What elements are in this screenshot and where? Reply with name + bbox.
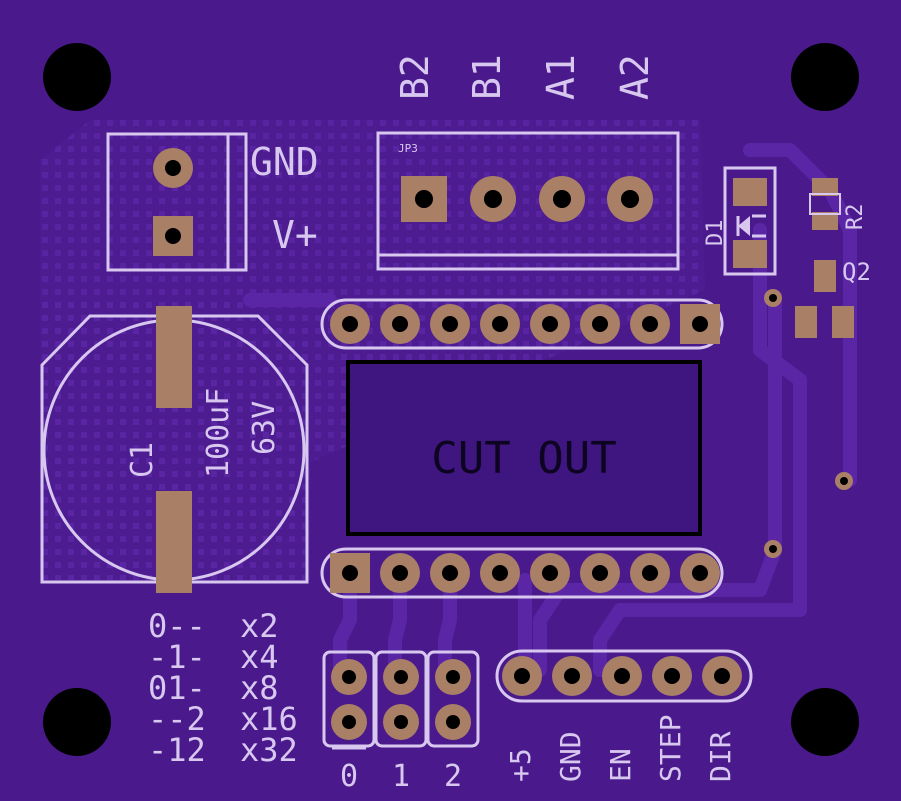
jp3-label: JP3 bbox=[398, 142, 418, 155]
driver-header-top bbox=[320, 298, 724, 350]
c1-value-label: 100uF bbox=[201, 388, 236, 478]
mounting-hole-bottom-right bbox=[791, 688, 859, 756]
microstep-setting: -12 bbox=[148, 731, 206, 769]
jumper-label-2: 2 bbox=[444, 759, 462, 794]
mounting-hole-top-left bbox=[43, 43, 111, 111]
microstep-factor: x32 bbox=[240, 731, 298, 769]
vias bbox=[764, 289, 853, 558]
diode-d1 bbox=[723, 166, 777, 276]
microstep-setting: 01- bbox=[148, 669, 206, 707]
microstep-setting: -1- bbox=[148, 638, 206, 676]
microstep-setting: --2 bbox=[148, 700, 206, 738]
microstep-factor: x8 bbox=[240, 669, 279, 707]
pin-label-plus5: +5 bbox=[504, 748, 537, 782]
microstep-setting: 0-- bbox=[148, 607, 206, 645]
connector-jp3 bbox=[376, 131, 680, 271]
copper-traces bbox=[243, 143, 857, 677]
c1-pad-top bbox=[156, 306, 192, 408]
pin-label-step: STEP bbox=[654, 715, 687, 782]
mounting-hole-bottom-left bbox=[43, 688, 111, 756]
microstep-factor: x2 bbox=[240, 607, 279, 645]
pin-label-a1: A1 bbox=[539, 54, 583, 100]
c1-ref-label: C1 bbox=[125, 442, 160, 478]
control-header bbox=[495, 649, 753, 703]
power-terminal bbox=[106, 132, 248, 272]
microstep-factor: x16 bbox=[240, 700, 298, 738]
capacitor-c1 bbox=[40, 306, 309, 593]
mounting-hole-top-right bbox=[791, 43, 859, 111]
gnd-label: GND bbox=[250, 140, 319, 184]
cutout-label: CUT OUT bbox=[431, 433, 616, 484]
pin-label-b2: B2 bbox=[393, 54, 437, 100]
jumper-label-0: 0 bbox=[340, 759, 358, 794]
microstep-table: 0-- x2 -1- x4 01- x8 --2 x16 -12 x32 bbox=[148, 607, 298, 769]
pin-label-a2: A2 bbox=[613, 54, 657, 100]
driver-header-bottom bbox=[320, 547, 724, 599]
resistor-r2 bbox=[809, 178, 841, 230]
cutout-outline bbox=[346, 360, 702, 536]
r2-label: R2 bbox=[843, 204, 868, 231]
vplus-label: V+ bbox=[272, 213, 318, 257]
microstep-jumpers bbox=[322, 650, 480, 748]
transistor-q2 bbox=[795, 260, 854, 338]
pin-label-gnd: GND bbox=[554, 731, 587, 782]
c1-pad-bottom bbox=[156, 491, 192, 593]
c1-voltage-label: 63V bbox=[247, 401, 282, 455]
q2-label: Q2 bbox=[842, 258, 871, 286]
pin-label-b1: B1 bbox=[465, 54, 509, 100]
pin-label-dir: DIR bbox=[704, 731, 737, 782]
pin-label-en: EN bbox=[604, 748, 637, 782]
microstep-factor: x4 bbox=[240, 638, 279, 676]
jumper-label-1: 1 bbox=[392, 759, 410, 794]
d1-label: D1 bbox=[703, 220, 728, 247]
